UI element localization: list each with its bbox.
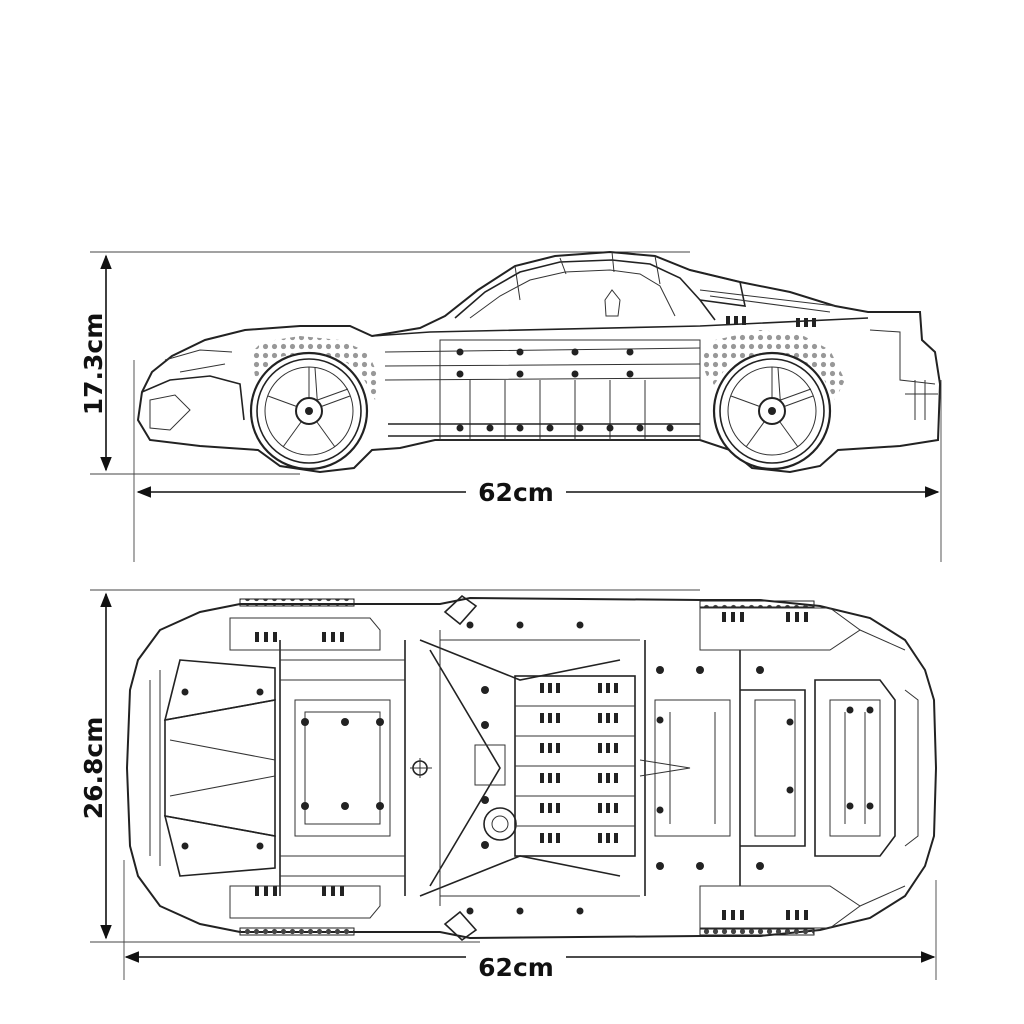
top-center-seat-blocks [514, 675, 636, 857]
side-view-drawing [90, 250, 942, 562]
side-length-dimension: 62cm [136, 478, 940, 507]
top-car-body [125, 596, 938, 940]
side-rear-wheel [712, 351, 832, 471]
side-height-dimension: 17.3cm [79, 254, 112, 472]
top-length-dimension: 62cm [124, 951, 936, 982]
top-width-dimension: 26.8cm [79, 592, 112, 940]
side-length-label: 62cm [478, 478, 554, 507]
top-width-label: 26.8cm [79, 717, 108, 820]
side-front-wheel [249, 351, 369, 471]
top-view-drawing [90, 589, 938, 980]
top-length-label: 62cm [478, 953, 554, 982]
side-height-label: 17.3cm [79, 313, 108, 416]
